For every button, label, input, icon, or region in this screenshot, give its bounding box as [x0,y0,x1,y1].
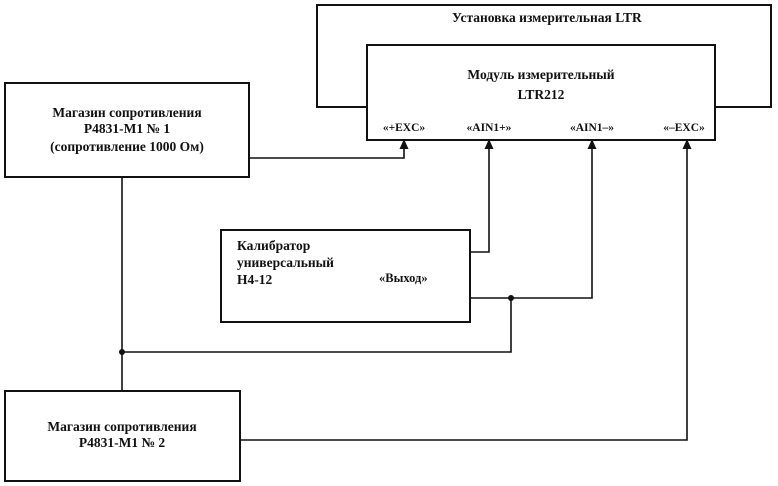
module-model: LTR212 [518,87,565,102]
resistance-box-1-value: (сопротивление 1000 Ом) [50,139,204,154]
junction-dot-right [508,295,514,301]
calibrator-subtitle: универсальный [237,255,334,270]
terminal-ain1-plus-label: «AIN1+» [467,122,512,134]
arrow-ain1-plus [484,139,494,149]
resistance-box-2: Магазин сопротивления Р4831-М1 № 2 [4,390,241,482]
resistance-box-2-model: Р4831-М1 № 2 [79,435,166,450]
calibrator: Калибратор универсальный Н4-12 «Выход» [220,229,471,323]
calibrator-model: Н4-12 [237,272,272,287]
terminal-ain1-minus-label: «AIN1–» [570,122,614,134]
arrow-ain1-minus [587,139,597,149]
resistance-box-1-frame [4,82,250,178]
wire-box2-to-exc-minus [240,142,688,441]
arrow-exc-minus [682,139,692,149]
wire-box1-to-exc-plus [249,142,405,159]
resistance-box-2-title: Магазин сопротивления [47,419,196,434]
module-title: Модуль измерительный [467,67,614,82]
resistance-box-1-title: Магазин сопротивления [52,105,201,120]
wire-junction-to-output [122,298,512,353]
installation-title: Установка измерительная LTR [452,10,642,25]
terminal-exc-plus-label: «+EXC» [383,122,426,134]
calibrator-frame [220,229,471,323]
terminal-exc-minus-label: «–EXC» [663,122,705,134]
measuring-module: Модуль измерительный LTR212 «+EXC» «AIN1… [366,44,716,141]
calibrator-title: Калибратор [237,238,310,253]
wire-calibrator-to-ain1-plus [470,142,490,253]
wires [119,139,692,441]
resistance-box-1: Магазин сопротивления Р4831-М1 № 1 (сопр… [4,82,250,178]
resistance-box-1-model: Р4831-М1 № 1 [84,121,171,136]
arrow-exc-plus [399,139,409,149]
calibrator-output-label: «Выход» [379,271,428,285]
module-box [366,44,716,141]
junction-dot-left [119,349,125,355]
